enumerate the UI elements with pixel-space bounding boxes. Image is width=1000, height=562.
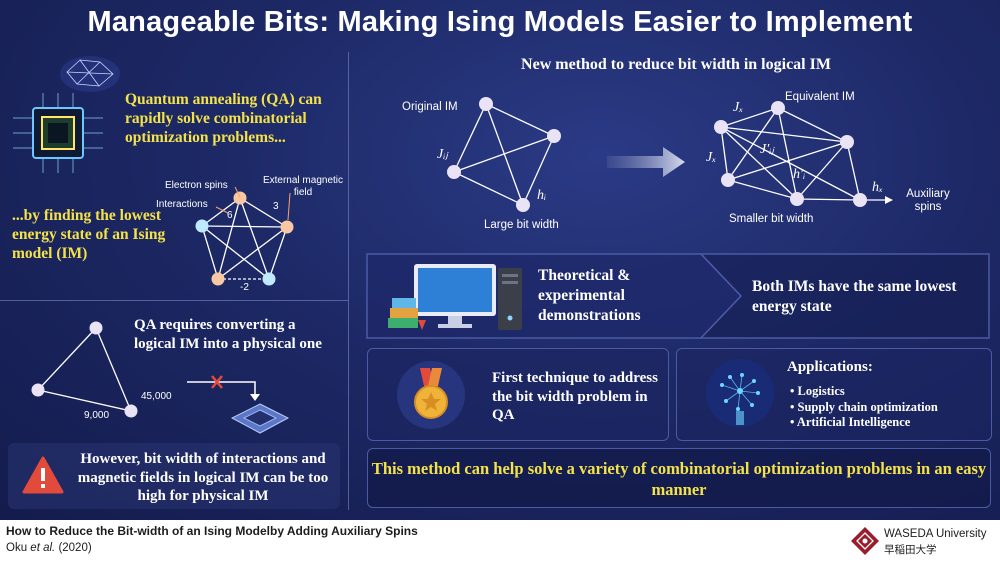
warning-text: However, bit width of interactions and m… (77, 451, 329, 504)
auxiliary-spins-label: Auxiliary spins (906, 188, 950, 213)
citation: Oku et al. (2020) (6, 542, 92, 554)
electron-spins-label: Electron spins (165, 180, 228, 191)
spin-node (262, 272, 276, 286)
jx-label-1: Jₓ (733, 100, 744, 115)
application-item: • Supply chain optimization (790, 399, 938, 414)
hi-label: hᵢ (537, 188, 547, 203)
paper-title: How to Reduce the Bit-width of an Ising … (6, 524, 418, 538)
annotation-leaders (215, 186, 291, 221)
logo-japanese-text: 早稲田大学 (884, 544, 937, 556)
quantum-chip-icon (13, 93, 103, 173)
weight-3: 3 (273, 201, 279, 212)
theory-text: Theoretical & experimental demonstration… (538, 267, 641, 324)
waseda-emblem-icon (851, 527, 879, 555)
logical-node (89, 321, 103, 335)
infographic-poster: Manageable Bits: Making Ising Models Eas… (0, 0, 1000, 520)
first-technique-text: First technique to address the bit width… (492, 370, 658, 423)
qa-intro-text: Quantum annealing (QA) can rapidly solve… (125, 91, 322, 146)
spin-node (280, 220, 294, 234)
jx-label-2: Jₓ (706, 150, 717, 165)
example-ising-graph (195, 191, 294, 286)
large-bit-width-label: Large bit width (484, 219, 559, 231)
method-heading: New method to reduce bit width in logica… (521, 56, 831, 73)
quantum-sphere-icon (60, 56, 120, 92)
logical-node (31, 383, 45, 397)
medal-icon (397, 361, 465, 429)
poster-title: Manageable Bits: Making Ising Models Eas… (87, 6, 913, 38)
hx-label: hₓ (872, 180, 883, 195)
logical-im-triangle (31, 321, 138, 418)
jprime-ij-label: J′ᵢⱼ (760, 142, 774, 157)
equivalent-im-graph (714, 101, 893, 207)
original-im-graph (447, 97, 561, 212)
warning-icon (22, 456, 64, 494)
warning-card (8, 443, 340, 509)
smaller-bit-width-label: Smaller bit width (729, 213, 814, 225)
hprime-i-label: h′ᵢ (793, 167, 806, 182)
same-energy-text: Both IMs have the same lowest energy sta… (752, 278, 957, 315)
applications-list: • Logistics • Supply chain optimization … (790, 384, 938, 431)
original-im-label: Original IM (402, 101, 458, 113)
computer-books-icon (388, 264, 522, 330)
ai-brain-icon (706, 359, 774, 427)
convert-text: QA requires converting a logical IM into… (134, 317, 322, 352)
transform-arrow-icon (607, 147, 685, 177)
horizontal-divider (0, 300, 348, 301)
application-item: • Artificial Intelligence (790, 415, 911, 429)
weight-6: 6 (227, 210, 233, 221)
spin-node (211, 272, 225, 286)
jij-label: Jᵢⱼ (437, 147, 448, 162)
failed-conversion-arrow-icon (187, 375, 260, 401)
physical-chip-icon (230, 403, 290, 434)
weight-9000: 9,000 (84, 410, 110, 421)
weight-minus-2: -2 (240, 282, 249, 293)
logical-node (124, 404, 138, 418)
application-item: • Logistics (790, 384, 845, 398)
waseda-logo: WASEDA University 早稲田大学 (850, 524, 995, 558)
weight-45000: 45,000 (141, 391, 172, 402)
equivalent-im-label: Equivalent IM (785, 91, 855, 103)
spin-node (233, 191, 247, 205)
ising-finding-text: ...by finding the lowest energy state of… (12, 207, 166, 262)
vertical-divider (348, 52, 349, 510)
conclusion-banner: This method can help solve a variety of … (367, 448, 991, 508)
spin-node (195, 219, 209, 233)
logo-english-text: WASEDA University (884, 528, 987, 540)
external-field-label: External magnetic field (262, 175, 344, 198)
applications-title: Applications: (787, 359, 873, 375)
interactions-label: Interactions (156, 199, 208, 210)
